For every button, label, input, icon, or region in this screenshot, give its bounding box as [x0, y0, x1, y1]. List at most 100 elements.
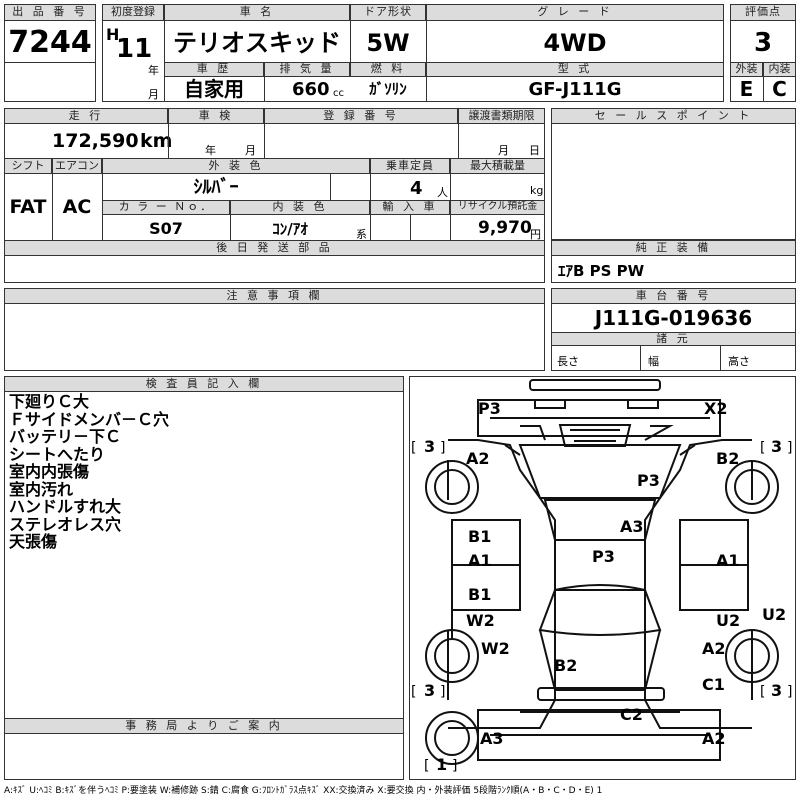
office-label: 事 務 局 よ り ご 案 内: [4, 718, 404, 734]
mark-tailgate: B2: [554, 656, 577, 675]
year-unit: 年: [148, 64, 159, 77]
chassis-number: J111G-019636: [594, 306, 753, 330]
mark-roof: P3: [592, 547, 615, 566]
fuel-label: 燃 料: [350, 62, 426, 77]
svg-text:[: [: [411, 440, 416, 456]
displacement: 660: [292, 79, 330, 100]
mark-rear-left-bottom: A3: [480, 729, 504, 748]
recycle: 9,970: [478, 218, 532, 238]
color: ｼﾙﾊﾞｰ: [193, 177, 239, 198]
int-color-label: 内 装 色: [230, 200, 370, 215]
era-mark: H: [106, 25, 120, 44]
svg-text:[: [: [760, 684, 765, 700]
color-no-label: カ ラ ー Ｎｏ．: [102, 200, 230, 215]
max-load-label: 最大積載量: [450, 158, 545, 174]
svg-text:]: ]: [787, 440, 792, 456]
lot-number: 7244: [8, 25, 92, 60]
mark-left-front-door-1: B1: [468, 527, 491, 546]
legend: A:ｷｽﾞ U:ﾍｺﾐ B:ｷｽﾞを伴うﾍｺﾐ P:要塗装 W:補修跡 S:錆 …: [4, 786, 603, 796]
svg-text:[: [: [424, 758, 429, 774]
transfer-month-unit: 月: [498, 144, 509, 157]
svg-text:[: [: [760, 440, 765, 456]
capacity: 4: [410, 178, 423, 199]
exterior-label: 外装: [730, 62, 763, 77]
door-type: 5W: [366, 29, 410, 57]
month-unit: 月: [148, 88, 159, 101]
car-name: テリオスキッド: [173, 29, 341, 57]
mark-right-front-door: A1: [716, 551, 740, 570]
grade: 4WD: [543, 29, 607, 57]
sales-points-label: セ ー ル ス ポ イ ン ト: [551, 108, 796, 124]
shift-label: シフト: [4, 158, 52, 174]
tire-fr: 3: [771, 437, 782, 456]
svg-text:]: ]: [440, 440, 445, 456]
color-no: S07: [149, 219, 183, 238]
mark-right-rear-quarter: A2: [702, 639, 726, 658]
inspector-note: 天張傷: [9, 532, 58, 551]
exterior-score: E: [739, 77, 754, 101]
mark-left-front-door-2: A1: [468, 551, 492, 570]
spare-tire: 1: [436, 755, 447, 774]
score: 3: [753, 28, 773, 58]
shift: FAT: [9, 196, 47, 218]
int-color-unit: 系: [356, 228, 367, 241]
inspector-note: バッテリ－下Ｃ: [9, 427, 122, 446]
lot-label: 出 品 番 号: [4, 4, 96, 21]
car-name-label: 車 名: [164, 4, 350, 21]
tire-fl: 3: [424, 437, 435, 456]
mark-right-rear-door: U2: [716, 611, 740, 630]
inspector-note: ステレオレス穴: [9, 514, 122, 534]
displacement-unit: cc: [333, 88, 344, 99]
displacement-label: 排 気 量: [264, 62, 350, 77]
capacity-label: 乗車定員: [370, 158, 450, 174]
ac: AC: [62, 196, 92, 218]
import-label: 輸 入 車: [370, 200, 450, 215]
mark-front-right-fender: B2: [716, 449, 739, 468]
inspector-note: Ｆサイドメンバ－Ｃ穴: [9, 409, 170, 429]
inspection-year-unit: 年: [205, 144, 216, 157]
mark-left-rear-door-1: B1: [468, 585, 491, 604]
svg-text:[: [: [411, 684, 416, 700]
length-label: 長さ: [557, 355, 579, 368]
transfer-label: 譲渡書類期限: [458, 108, 545, 124]
inspector-note: ハンドルすれ大: [9, 497, 122, 516]
height-label: 高さ: [728, 355, 750, 368]
tire-rl: 3: [424, 681, 435, 700]
door-label: ドア形状: [350, 4, 426, 21]
grade-label: グ レ ー ド: [426, 4, 724, 21]
inspector-note: シートへたり: [9, 444, 106, 464]
model-label: 型 式: [426, 62, 724, 77]
interior-label: 内装: [763, 62, 796, 77]
inspection-month-unit: 月: [245, 144, 256, 157]
history: 自家用: [184, 77, 244, 101]
interior-score: C: [772, 77, 787, 101]
width-label: 幅: [648, 355, 659, 368]
model: GF-J111G: [528, 79, 622, 100]
inspection-label: 車 検: [168, 108, 264, 124]
mark-front-left-fender: A2: [466, 449, 490, 468]
history-label: 車 歴: [164, 62, 264, 77]
mileage-unit: km: [140, 130, 173, 152]
inspector-note: 室内内張傷: [9, 462, 90, 481]
recycle-unit: 円: [530, 228, 541, 241]
reg-no-label: 登 録 番 号: [264, 108, 458, 124]
inspector-notes: 下廻りＣ大 Ｆサイドメンバ－Ｃ穴 バッテリ－下Ｃ シートへたり 室内内張傷 室内…: [9, 393, 399, 551]
max-load-unit: kg: [530, 184, 544, 197]
car-diagram: P3 X2 A2 B2 P3 A3 P3 B1 A1 B1 W2 W2 A1 U…: [411, 379, 792, 774]
chassis-label: 車 台 番 号: [551, 288, 796, 304]
fuel: ｶﾞｿﾘﾝ: [369, 80, 407, 98]
svg-text:]: ]: [452, 758, 457, 774]
capacity-unit: 人: [437, 186, 448, 199]
mark-rear-bumper: C2: [620, 705, 643, 724]
mark-right-side: U2: [762, 605, 786, 624]
svg-text:]: ]: [787, 684, 792, 700]
diagram-box: [409, 376, 796, 780]
inspector-label: 検 査 員 記 入 欄: [4, 376, 404, 392]
first-reg-year: 11: [116, 34, 153, 64]
mark-top-right: X2: [704, 399, 727, 418]
svg-text:]: ]: [440, 684, 445, 700]
color-label: 外 装 色: [102, 158, 370, 174]
mark-windshield: A3: [620, 517, 644, 536]
mark-rear-right-lower: C1: [702, 675, 725, 694]
ac-label: エアコン: [52, 158, 102, 174]
